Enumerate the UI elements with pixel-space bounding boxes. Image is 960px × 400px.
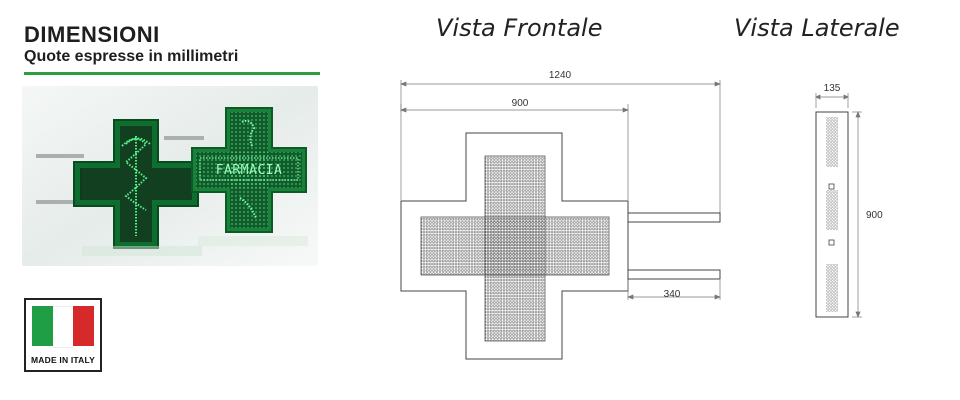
title-underline bbox=[24, 72, 320, 75]
side-view-title: Vista Laterale bbox=[734, 14, 900, 42]
product-photo: FARMACIA bbox=[22, 86, 318, 266]
product-photo-illustration: FARMACIA bbox=[22, 86, 318, 266]
cross-sign-left bbox=[73, 119, 199, 249]
bracket-lower bbox=[36, 200, 84, 204]
made-in-italy-label: MADE IN ITALY bbox=[31, 355, 95, 365]
sign-label-farmacia: FARMACIA bbox=[216, 163, 283, 178]
dimension-label-height: 900 bbox=[866, 210, 883, 221]
dimension-overall-width bbox=[400, 80, 721, 215]
dimension-cross-width bbox=[400, 104, 629, 200]
bracket-upper bbox=[36, 154, 84, 158]
dimension-depth bbox=[815, 93, 849, 108]
dimension-height bbox=[852, 111, 862, 318]
front-view-brackets bbox=[627, 212, 721, 280]
dimension-label-bracket-length: 340 bbox=[664, 289, 681, 300]
page-subtitle: Quote espresse in millimetri bbox=[24, 48, 239, 65]
dimension-label-overall-width: 1240 bbox=[549, 70, 572, 81]
made-in-italy-badge: MADE IN ITALY bbox=[24, 298, 102, 372]
front-view-title: Vista Frontale bbox=[436, 14, 603, 42]
dimension-label-depth: 135 bbox=[824, 83, 841, 94]
dimension-label-cross-width: 900 bbox=[512, 98, 529, 109]
cross-sign-right: FARMACIA bbox=[191, 107, 307, 233]
front-view-cross bbox=[400, 132, 629, 360]
page-title: DIMENSIONI bbox=[24, 22, 160, 47]
italian-flag-icon bbox=[32, 306, 95, 348]
dimension-bracket-length bbox=[627, 280, 721, 300]
side-view-body bbox=[815, 111, 849, 318]
